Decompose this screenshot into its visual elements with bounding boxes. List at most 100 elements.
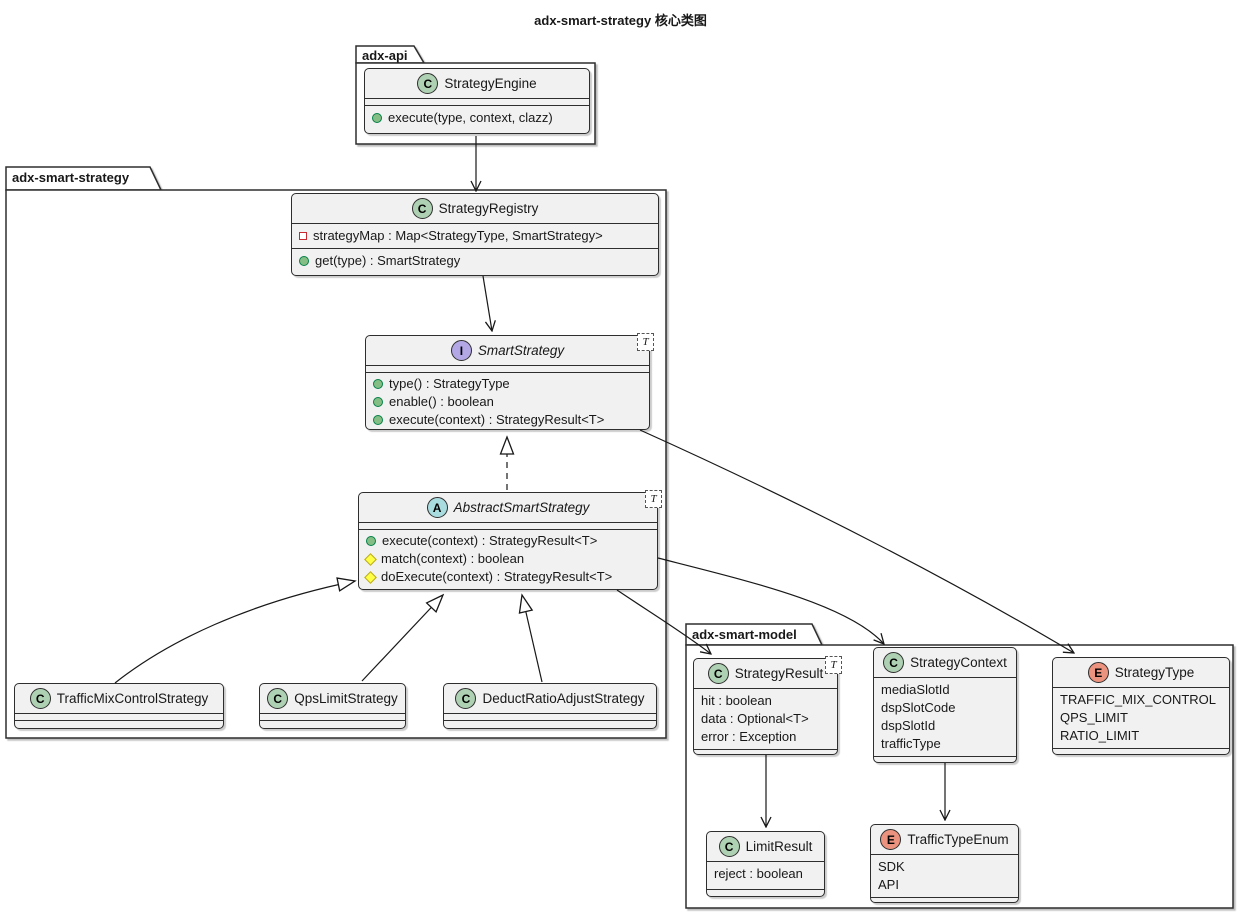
enum-strategy-type: E StrategyType TRAFFIC_MIX_CONTROL QPS_L… — [1052, 657, 1230, 755]
enum-constant-text: RATIO_LIMIT — [1060, 728, 1140, 743]
class-name: StrategyContext — [910, 655, 1007, 670]
method-row: type() : StrategyType — [373, 375, 642, 393]
method-text: execute(type, context, clazz) — [388, 110, 553, 125]
method-text: match(context) : boolean — [381, 551, 525, 566]
field-text: reject : boolean — [714, 866, 803, 881]
method-row: match(context) : boolean — [364, 550, 650, 568]
method-text: doExecute(context) : StrategyResult<T> — [381, 569, 613, 584]
field-row: strategyMap : Map<StrategyType, SmartStr… — [299, 227, 651, 245]
fields-compartment: hit : boolean data : Optional<T> error :… — [694, 688, 837, 749]
class-badge-icon: C — [718, 836, 740, 857]
class-strategy-context: C StrategyContext mediaSlotId dspSlotCod… — [873, 647, 1017, 763]
class-title: E StrategyType — [1053, 658, 1229, 687]
method-row: execute(context) : StrategyResult<T> — [373, 411, 642, 429]
method-row: enable() : boolean — [373, 393, 642, 411]
fields-compartment: reject : boolean — [707, 861, 824, 889]
class-title: C DeductRatioAdjustStrategy — [444, 684, 656, 713]
generic-type-tab: T — [825, 656, 842, 674]
class-abstract-smart-strategy: T A AbstractSmartStrategy execute(contex… — [358, 490, 662, 590]
method-row: execute(context) : StrategyResult<T> — [366, 532, 650, 550]
methods-compartment-empty — [707, 889, 824, 896]
method-text: execute(context) : StrategyResult<T> — [382, 533, 598, 548]
field-row: dspSlotCode — [881, 699, 1009, 717]
class-limit-result: C LimitResult reject : boolean — [706, 831, 825, 897]
class-title: C StrategyEngine — [365, 69, 589, 98]
enum-constant-text: API — [878, 877, 899, 892]
method-text: type() : StrategyType — [389, 376, 510, 391]
class-title: A AbstractSmartStrategy — [359, 493, 657, 522]
methods-compartment-empty — [871, 897, 1018, 904]
fields-compartment: mediaSlotId dspSlotCode dspSlotId traffi… — [874, 677, 1016, 756]
fields-compartment-empty — [365, 98, 589, 105]
fields-compartment-empty — [15, 713, 223, 720]
field-text: strategyMap : Map<StrategyType, SmartStr… — [313, 228, 603, 243]
diagram-title: adx-smart-strategy 核心类图 — [534, 13, 707, 28]
class-traffic-mix-control-strategy: C TrafficMixControlStrategy — [14, 683, 224, 729]
package-label-adx-smart-strategy: adx-smart-strategy — [12, 170, 130, 185]
class-strategy-result: T C StrategyResult hit : boolean data : … — [693, 656, 842, 755]
class-badge-icon: C — [707, 663, 729, 684]
generic-type-tab: T — [645, 490, 662, 508]
public-method-icon — [366, 536, 376, 546]
enum-constant-text: QPS_LIMIT — [1060, 710, 1128, 725]
package-label-adx-api: adx-api — [362, 48, 408, 63]
class-name: SmartStrategy — [477, 343, 565, 358]
class-badge-icon: C — [29, 688, 51, 709]
fields-compartment-empty — [444, 713, 656, 720]
class-title: C StrategyResult — [694, 659, 837, 688]
class-name: StrategyRegistry — [438, 201, 539, 216]
class-name: StrategyEngine — [444, 76, 537, 91]
class-title: C QpsLimitStrategy — [260, 684, 405, 713]
methods-compartment: get(type) : SmartStrategy — [292, 248, 658, 275]
field-row: error : Exception — [701, 728, 830, 746]
class-badge-icon: C — [411, 198, 433, 219]
class-title: I SmartStrategy — [366, 336, 649, 365]
field-row: dspSlotId — [881, 717, 1009, 735]
enum-constant-text: SDK — [878, 859, 905, 874]
public-method-icon — [373, 397, 383, 407]
fields-compartment-empty — [359, 522, 657, 529]
enum-constant-row: RATIO_LIMIT — [1060, 727, 1222, 745]
field-text: mediaSlotId — [881, 682, 950, 697]
methods-compartment: execute(type, context, clazz) — [365, 105, 589, 133]
field-text: dspSlotId — [881, 718, 936, 733]
class-name: DeductRatioAdjustStrategy — [482, 691, 645, 706]
methods-compartment: type() : StrategyType enable() : boolean… — [366, 372, 649, 432]
method-text: get(type) : SmartStrategy — [315, 253, 461, 268]
method-row: get(type) : SmartStrategy — [299, 252, 651, 270]
methods-compartment-empty — [260, 720, 405, 728]
package-label-adx-smart-model: adx-smart-model — [692, 627, 797, 642]
methods-compartment: execute(context) : StrategyResult<T> mat… — [359, 529, 657, 589]
class-name: LimitResult — [745, 839, 813, 854]
fields-compartment-empty — [366, 365, 649, 372]
class-badge-icon: C — [417, 73, 439, 94]
public-method-icon — [373, 379, 383, 389]
enum-constant-text: TRAFFIC_MIX_CONTROL — [1060, 692, 1217, 707]
class-title: C TrafficMixControlStrategy — [15, 684, 223, 713]
enum-constant-row: QPS_LIMIT — [1060, 709, 1222, 727]
field-row: reject : boolean — [714, 865, 817, 883]
class-name: StrategyResult — [734, 666, 824, 681]
enum-badge-icon: E — [880, 829, 902, 850]
protected-method-icon — [364, 552, 377, 566]
class-qps-limit-strategy: C QpsLimitStrategy — [259, 683, 406, 729]
field-text: hit : boolean — [701, 693, 772, 708]
class-name: AbstractSmartStrategy — [453, 500, 590, 515]
public-method-icon — [372, 113, 382, 123]
class-title: C StrategyRegistry — [292, 194, 658, 223]
interface-smart-strategy: T I SmartStrategy type() : StrategyType … — [365, 333, 654, 432]
methods-compartment-empty — [15, 720, 223, 728]
generic-type-tab: T — [637, 333, 654, 351]
class-deduct-ratio-adjust-strategy: C DeductRatioAdjustStrategy — [443, 683, 657, 729]
public-method-icon — [299, 256, 309, 266]
abstract-badge-icon: A — [426, 497, 448, 518]
enum-constants-compartment: SDK API — [871, 854, 1018, 897]
fields-compartment: strategyMap : Map<StrategyType, SmartStr… — [292, 223, 658, 248]
field-text: trafficType — [881, 736, 941, 751]
class-title: E TrafficTypeEnum — [871, 825, 1018, 854]
class-strategy-engine: C StrategyEngine execute(type, context, … — [364, 68, 590, 134]
private-field-icon — [299, 232, 307, 240]
class-name: StrategyType — [1114, 665, 1195, 680]
